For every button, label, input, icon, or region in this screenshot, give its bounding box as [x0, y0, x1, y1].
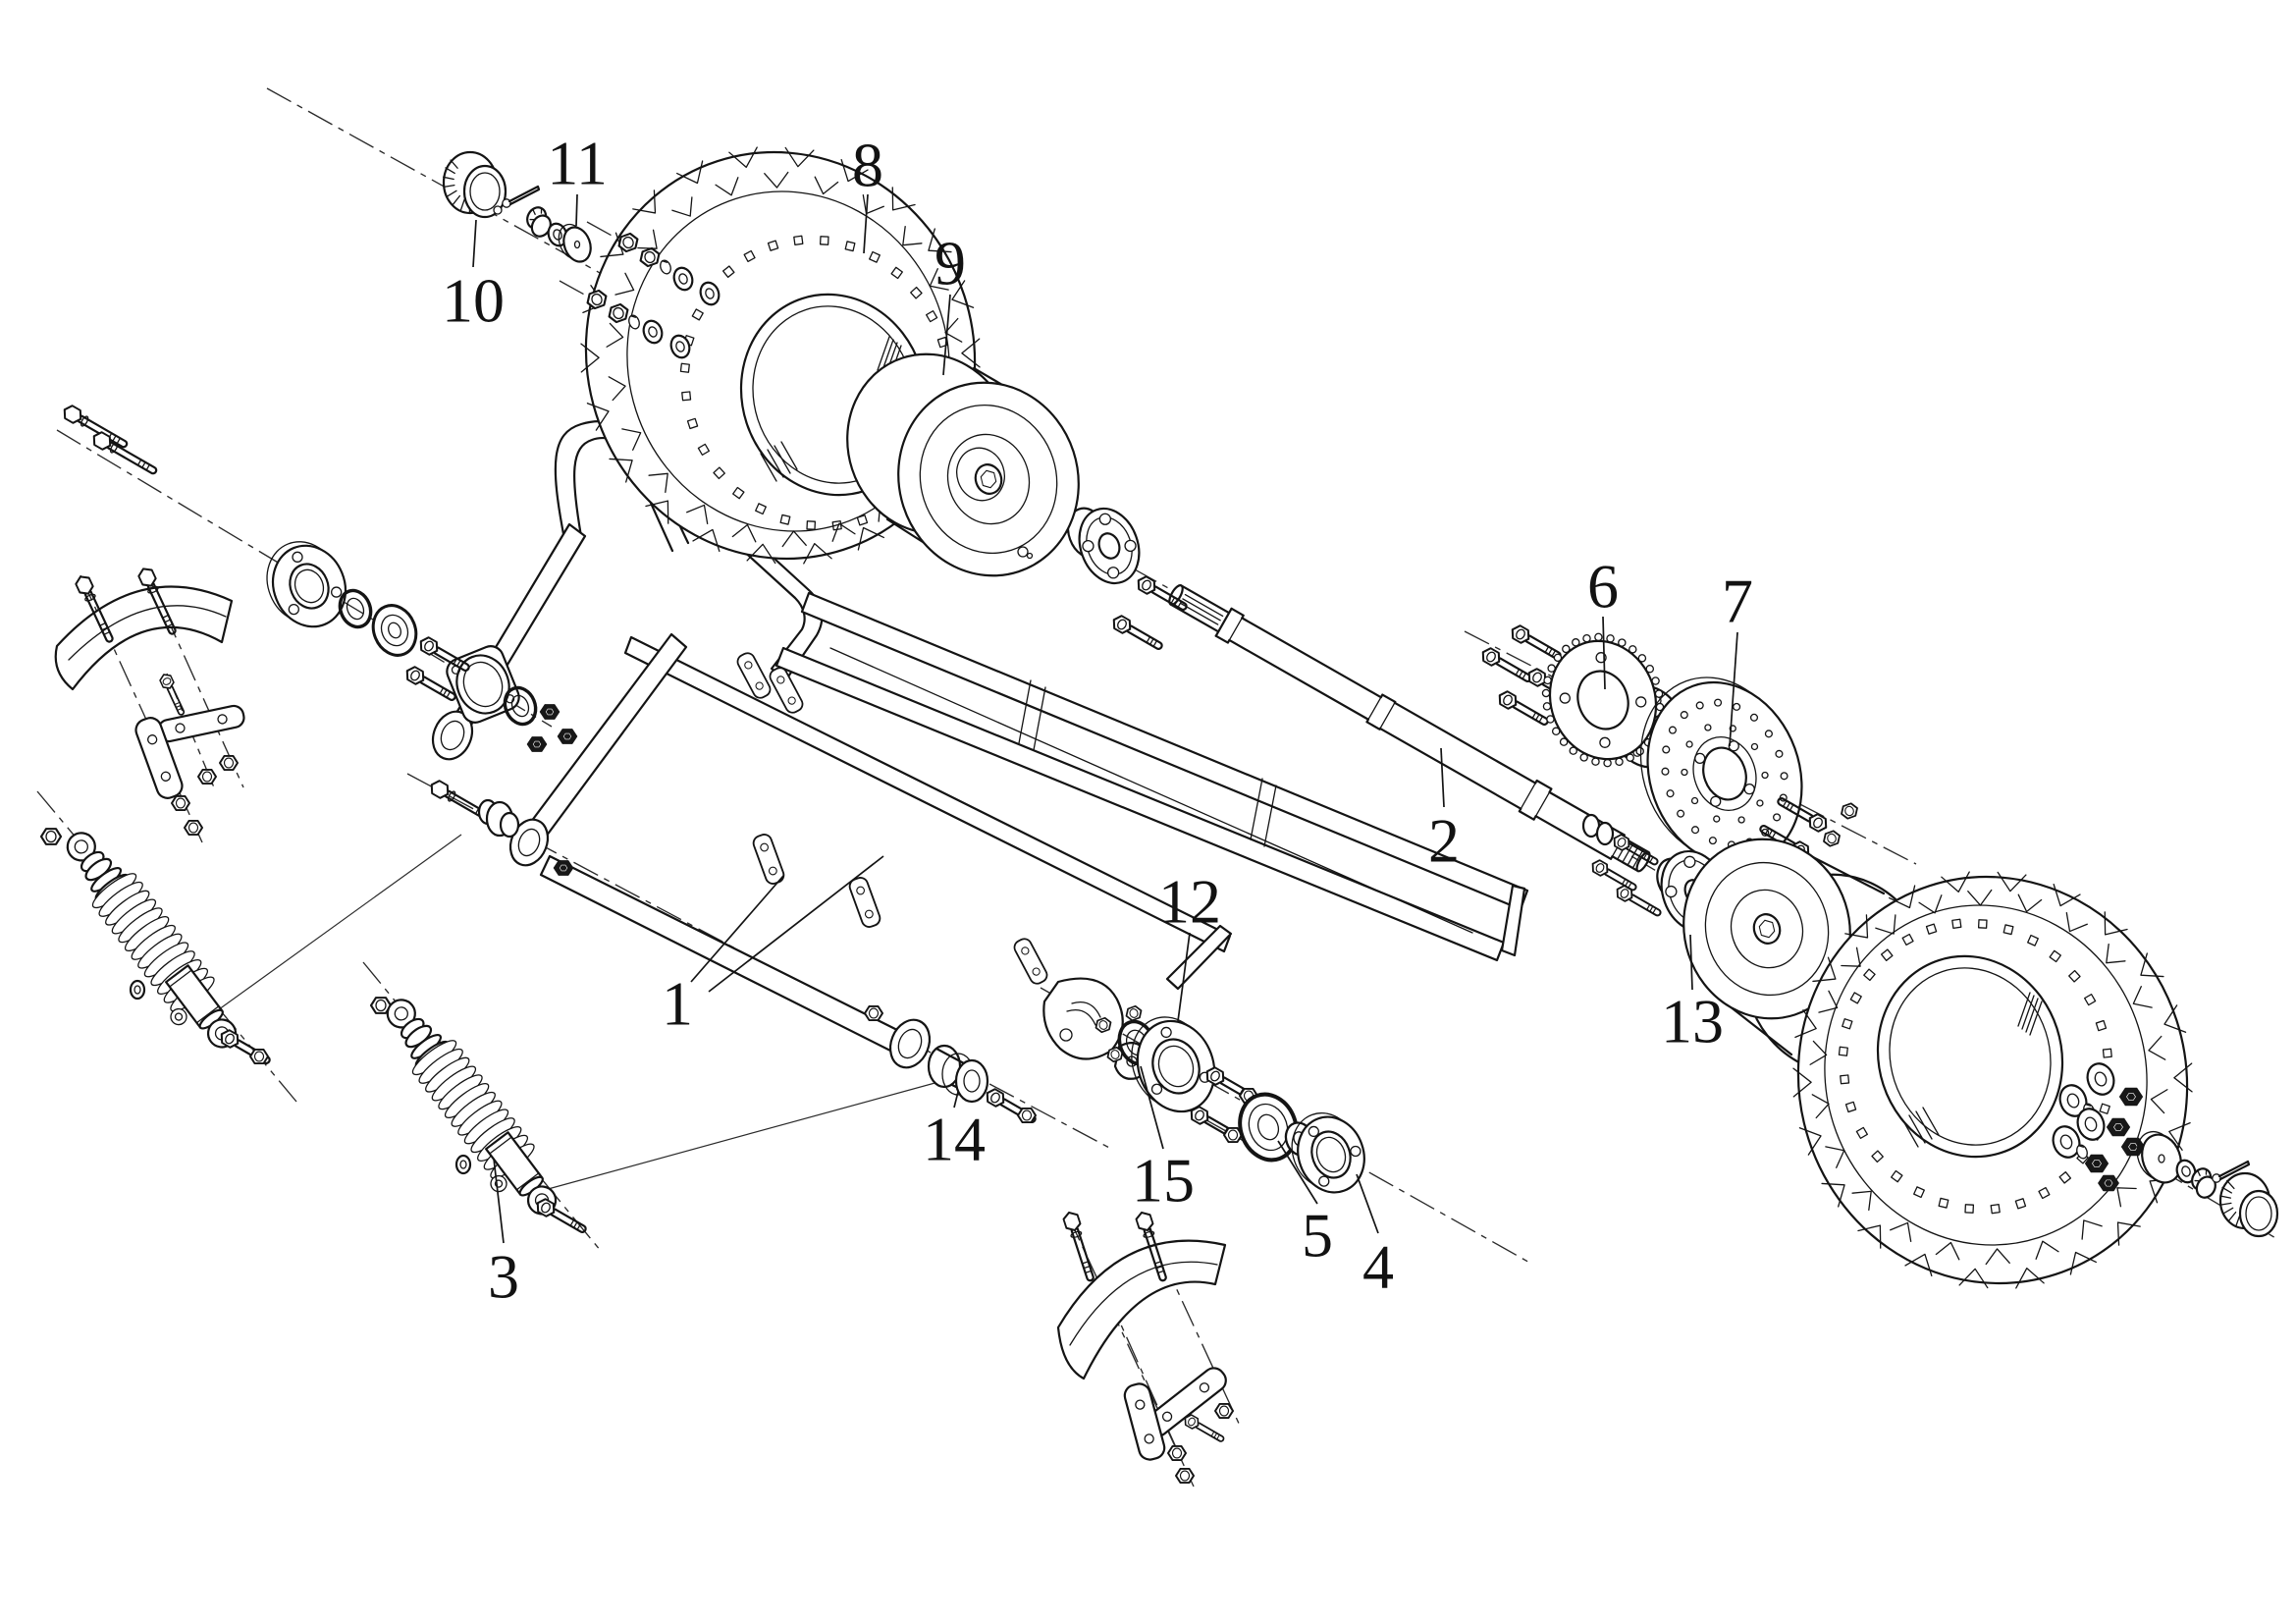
callout-leader-14	[953, 1091, 959, 1109]
callout-2: 2	[1428, 806, 1460, 876]
callout-leader-15	[1140, 1065, 1164, 1150]
callout-7: 7	[1722, 567, 1753, 636]
axle-cap-right	[2218, 1171, 2279, 1238]
callout-leader-10	[472, 219, 477, 268]
frame-assembly	[431, 420, 1529, 1080]
callout-14: 14	[923, 1105, 986, 1174]
bearing	[1238, 1092, 1319, 1163]
callout-6: 6	[1587, 552, 1619, 622]
callout-leader-7	[1729, 631, 1738, 747]
axle-cap-left	[442, 150, 507, 219]
callout-10: 10	[442, 266, 505, 336]
axle-shaft	[1168, 584, 1651, 873]
callout-3: 3	[488, 1242, 519, 1312]
top-left-chain	[442, 150, 723, 361]
bearing-carrier	[446, 645, 576, 751]
callout-leader-1	[708, 855, 884, 993]
callout-leader-1	[690, 875, 784, 983]
callout-12: 12	[1158, 867, 1221, 937]
callout-leader-4	[1356, 1173, 1379, 1234]
callout-leader-6	[1602, 616, 1606, 690]
callout-leader-11	[575, 193, 578, 227]
callout-leader-9	[942, 294, 951, 376]
callout-15: 15	[1132, 1146, 1195, 1216]
callout-9: 9	[934, 229, 966, 298]
bearing-housing	[1131, 1016, 1258, 1145]
frame-rail-lower	[774, 646, 1506, 962]
frame-end-link	[1500, 884, 1526, 957]
callout-leader-2	[1440, 747, 1445, 808]
callout-11: 11	[547, 129, 608, 198]
frame-arm-b	[520, 632, 688, 849]
frame-mid-rail	[623, 635, 1232, 953]
callout-leader-8	[863, 193, 869, 254]
callout-8: 8	[852, 131, 883, 200]
callout-leader-13	[1689, 934, 1693, 991]
right-fastener-chain	[2048, 1058, 2279, 1238]
shock-absorber-left	[41, 818, 273, 1068]
callout-4: 4	[1362, 1232, 1394, 1302]
callout-5: 5	[1302, 1201, 1333, 1271]
caliper-bracket	[1042, 977, 1124, 1060]
left-bearing-chain	[61, 404, 472, 705]
tire-right	[1792, 871, 2193, 1289]
wheel-rim-left	[846, 352, 1080, 577]
spindle-washer	[558, 223, 592, 263]
callout-leader-3	[493, 1158, 505, 1244]
frame-cross-link	[1165, 924, 1233, 991]
bottom-fender	[1056, 1211, 1233, 1483]
left-fender	[54, 566, 245, 835]
axle-bushing	[865, 1006, 1039, 1127]
wheel-hub-left	[1066, 507, 1190, 653]
bearing-flange	[1291, 1112, 1365, 1194]
callout-leader-12	[1177, 932, 1191, 1022]
pivot-bolt-front	[428, 779, 573, 876]
callout-leader-5	[1277, 1140, 1318, 1205]
callout-1: 1	[662, 969, 693, 1039]
callout-13: 13	[1661, 987, 1724, 1056]
shock-absorber-right	[365, 985, 589, 1237]
